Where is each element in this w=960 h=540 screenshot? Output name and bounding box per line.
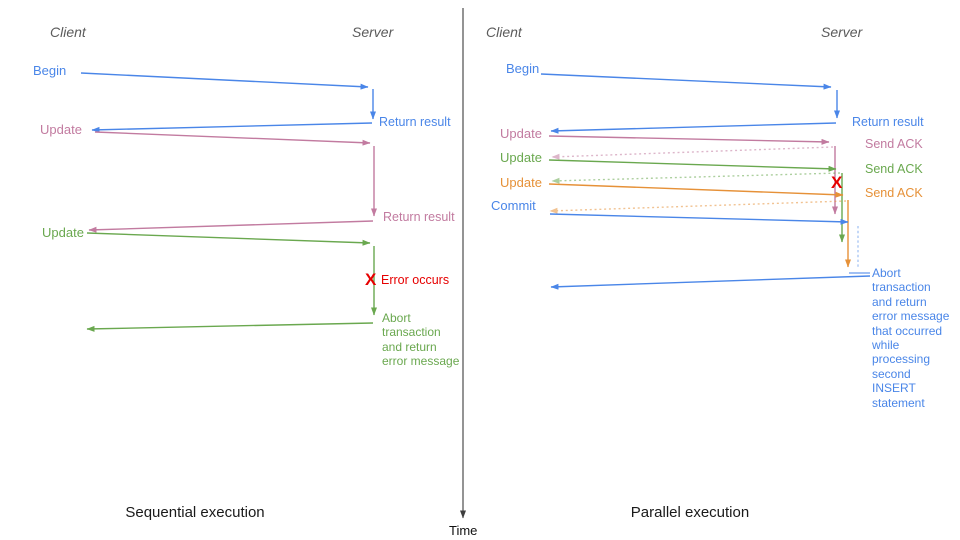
right-update-1-request-arrow bbox=[548, 135, 830, 145]
left-abort-return-arrow bbox=[86, 322, 374, 332]
right-update-2-request-arrow bbox=[548, 159, 837, 172]
right-update-3-request-arrow bbox=[548, 183, 844, 198]
right-abort-message: Abort transaction and return error messa… bbox=[872, 266, 950, 410]
right-commit-label: Commit bbox=[491, 198, 536, 213]
right-error-x-icon: X bbox=[831, 173, 843, 192]
right-send-ack-2-arrow bbox=[551, 172, 841, 184]
right-send-ack-1-label: Send ACK bbox=[865, 137, 923, 151]
right-abort-return-arrow bbox=[550, 275, 871, 290]
left-return-result-2-arrow bbox=[88, 220, 374, 233]
left-begin-label: Begin bbox=[33, 63, 67, 78]
right-update-3-label: Update bbox=[500, 175, 542, 190]
right-return-result-arrow bbox=[550, 122, 837, 134]
left-abort-message: Abort transaction and return error messa… bbox=[382, 311, 460, 369]
left-update-1-label: Update bbox=[40, 122, 82, 137]
left-return-result-2-label: Return result bbox=[383, 210, 455, 224]
left-error-x-icon: X bbox=[365, 270, 377, 289]
left-return-result-1-arrow bbox=[91, 122, 373, 133]
right-begin-label: Begin bbox=[506, 61, 540, 76]
right-send-ack-1-arrow bbox=[551, 146, 834, 160]
left-update-2-request-arrow bbox=[86, 232, 371, 246]
right-return-result-label: Return result bbox=[852, 115, 924, 129]
left-update-1-request-arrow bbox=[94, 131, 371, 146]
right-update-2-label: Update bbox=[500, 150, 542, 165]
left-server-header: Server bbox=[352, 24, 394, 40]
right-send-ack-3-label: Send ACK bbox=[865, 186, 923, 200]
right-update-1-label: Update bbox=[500, 126, 542, 141]
right-begin-request-arrow bbox=[540, 73, 832, 90]
left-error-occurs-label: Error occurs bbox=[381, 273, 450, 287]
left-client-header: Client bbox=[50, 24, 86, 40]
right-client-header: Client bbox=[486, 24, 522, 40]
left-return-result-1-label: Return result bbox=[379, 115, 451, 129]
left-update-2-label: Update bbox=[42, 225, 84, 240]
time-axis-label: Time bbox=[449, 523, 478, 538]
right-commit-request-arrow bbox=[549, 213, 849, 225]
left-panel-title: Sequential execution bbox=[125, 504, 265, 521]
right-send-ack-2-label: Send ACK bbox=[865, 162, 923, 176]
left-begin-request-arrow bbox=[80, 72, 369, 90]
right-send-ack-3-arrow bbox=[549, 200, 847, 214]
right-panel-title: Parallel execution bbox=[630, 504, 750, 521]
right-server-header: Server bbox=[821, 24, 863, 40]
